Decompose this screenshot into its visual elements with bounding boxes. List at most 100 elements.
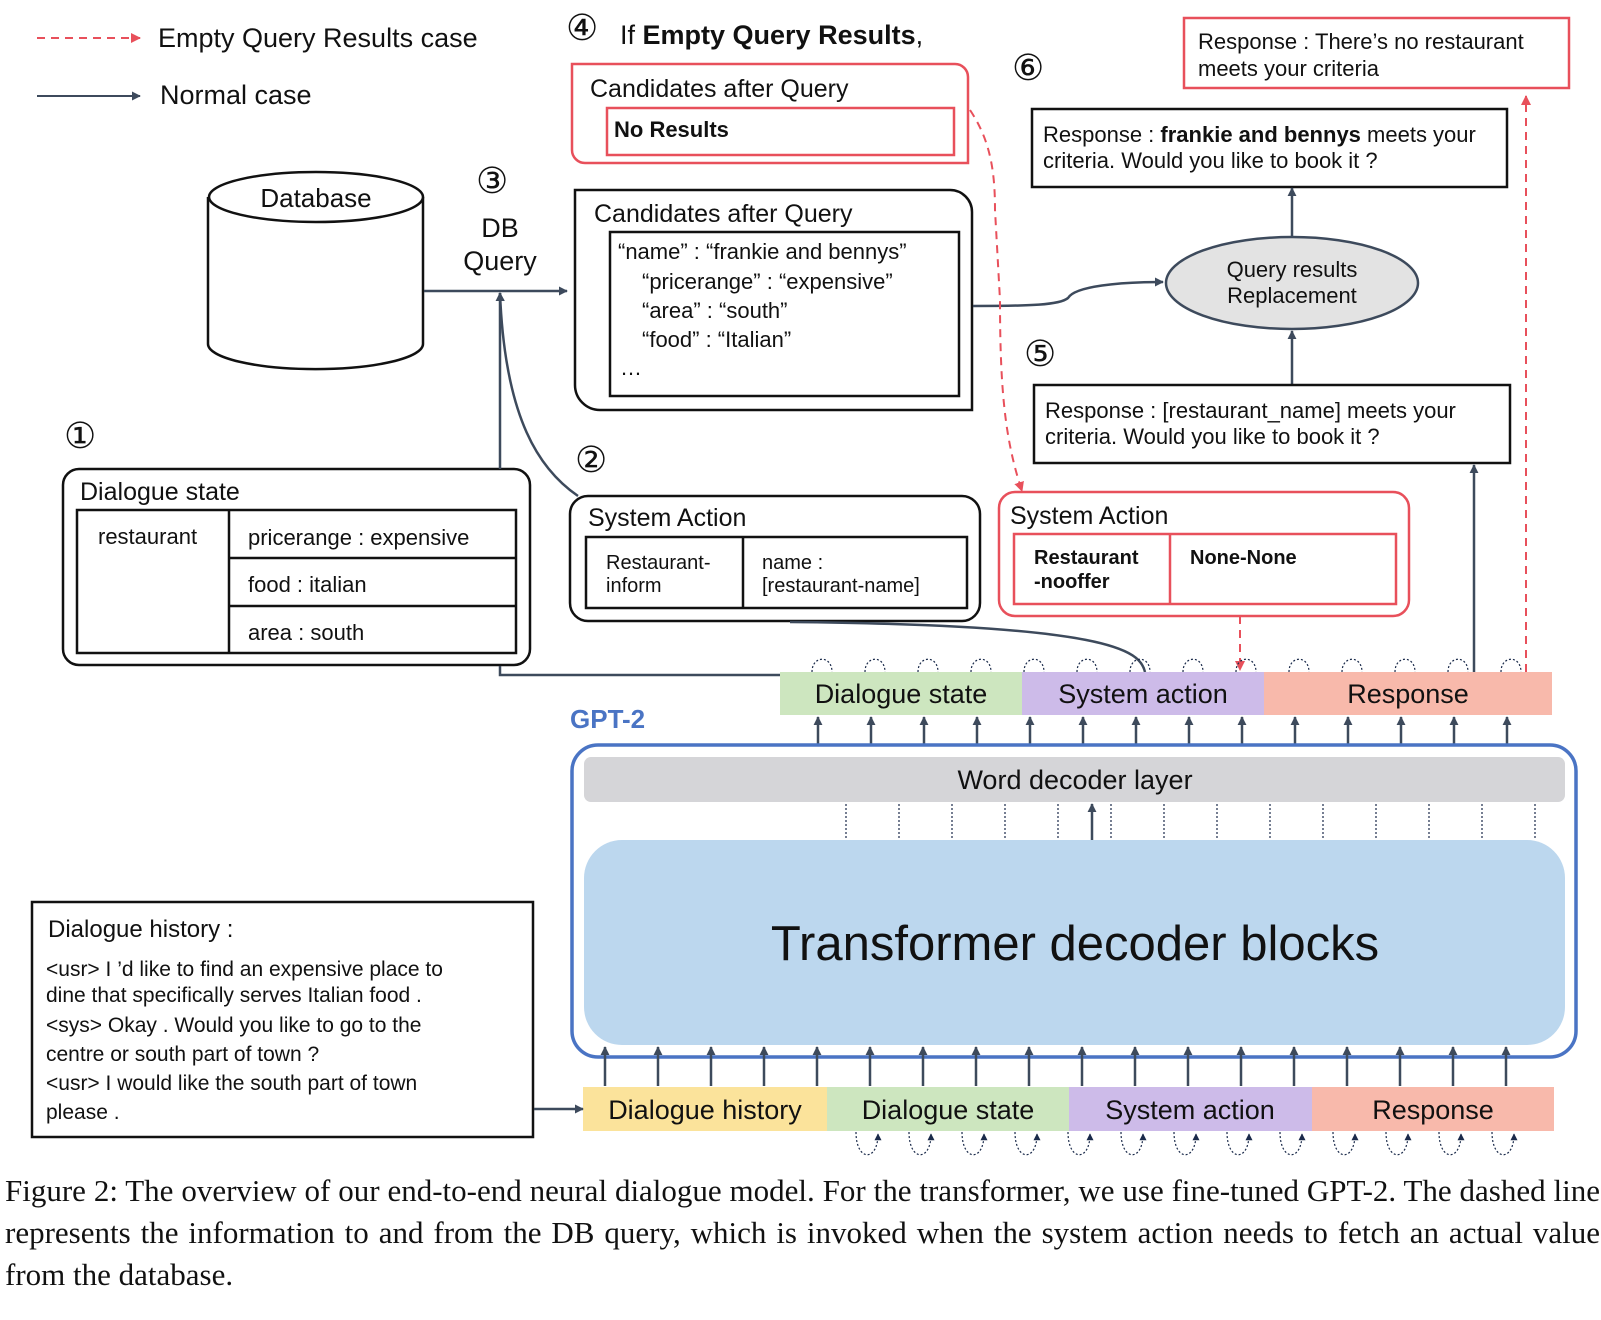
candidates-title: Candidates after Query bbox=[594, 200, 853, 228]
output-feedback-loops bbox=[811, 658, 1522, 673]
empty-candidates-to-system-action-arrow bbox=[969, 109, 1024, 492]
candidate-line: … bbox=[620, 355, 642, 380]
dialogue-state-slot: food : italian bbox=[248, 572, 367, 597]
dialogue-history-line: dine that specifically serves Italian fo… bbox=[46, 984, 422, 1007]
input-label-dialogue-history: Dialogue history bbox=[608, 1095, 802, 1125]
dialogue-state-slot: area : south bbox=[248, 620, 364, 645]
output-label-dialogue-state: Dialogue state bbox=[815, 679, 988, 709]
empty-candidates-title: Candidates after Query bbox=[590, 75, 849, 103]
template-response-line2: criteria. Would you like to book it ? bbox=[1045, 424, 1380, 449]
template-response-box: Response : [restaurant_name] meets your … bbox=[1032, 383, 1512, 465]
query-replacement-line1: Query results bbox=[1227, 257, 1358, 282]
legend-normal-case: Normal case bbox=[160, 80, 312, 110]
db-query-line1: DB bbox=[481, 213, 519, 243]
input-token-loop bbox=[1226, 1131, 1253, 1156]
database-label: Database bbox=[260, 183, 371, 213]
input-segment-dialogue-state bbox=[827, 1087, 1069, 1131]
step-4-marker: ④ bbox=[566, 7, 598, 48]
input-token-loop bbox=[855, 1131, 882, 1156]
input-segment-dialogue-history bbox=[583, 1087, 827, 1131]
dialogue-state-box: Dialogue state restaurant pricerange : e… bbox=[61, 467, 532, 667]
db-query-line2: Query bbox=[463, 246, 537, 276]
output-token-loop bbox=[1500, 658, 1522, 673]
empty-action-slot: None-None bbox=[1190, 547, 1297, 569]
candidate-line: “name” : “frankie and bennys” bbox=[618, 239, 907, 264]
candidate-line: “pricerange” : “expensive” bbox=[642, 269, 893, 294]
legend-empty-case: Empty Query Results case bbox=[158, 23, 478, 53]
decoder-connection-lines bbox=[845, 804, 1536, 838]
output-token-loop bbox=[1288, 658, 1310, 673]
output-label-system-action: System action bbox=[1058, 679, 1228, 709]
empty-query-header: ④ If Empty Query Results, bbox=[566, 7, 923, 50]
template-response-line1: Response : [restaurant_name] meets your bbox=[1045, 398, 1456, 423]
input-label-dialogue-state: Dialogue state bbox=[862, 1095, 1035, 1125]
final-response-line2: criteria. Would you like to book it ? bbox=[1043, 148, 1378, 173]
dialogue-history-line: <usr> I ’d like to find an expensive pla… bbox=[46, 958, 443, 981]
output-token-loop bbox=[1023, 658, 1045, 673]
action-to-query-arrow bbox=[495, 292, 579, 498]
dialogue-state-slot: pricerange : expensive bbox=[248, 525, 469, 550]
candidates-box: Candidates after Query “name” : “frankie… bbox=[573, 188, 974, 412]
output-token-loop bbox=[1394, 658, 1416, 673]
output-token-loop bbox=[917, 658, 939, 673]
no-results-text: No Results bbox=[614, 117, 729, 142]
empty-response-box: Response : There’s no restaurant meets y… bbox=[1182, 16, 1571, 90]
empty-system-action-title: System Action bbox=[1010, 502, 1168, 530]
output-segment-response bbox=[1264, 672, 1552, 715]
input-segment-system-action bbox=[1069, 1087, 1312, 1131]
system-action-slot-line1: name : bbox=[762, 552, 823, 574]
input-token-loop bbox=[961, 1131, 988, 1156]
output-token-loop bbox=[1129, 658, 1151, 673]
empty-action-act-line2: -nooffer bbox=[1034, 571, 1110, 593]
dialogue-history-line: <sys> Okay . Would you like to go to the bbox=[46, 1014, 421, 1037]
candidates-to-replacement-arrow bbox=[972, 277, 1164, 308]
system-action-slot-line2: [restaurant-name] bbox=[762, 575, 920, 597]
no-results-box bbox=[605, 106, 956, 157]
input-feedback-loops bbox=[855, 1131, 1518, 1156]
output-token-loop bbox=[811, 658, 833, 673]
legend: Empty Query Results case Normal case bbox=[37, 23, 478, 110]
empty-response-line1: Response : There’s no restaurant bbox=[1198, 29, 1524, 54]
output-segments: Dialogue state System action Response bbox=[780, 672, 1552, 715]
word-decoder-layer bbox=[584, 757, 1565, 802]
output-segment-dialogue-state bbox=[780, 672, 1022, 715]
step-6-marker: ⑥ bbox=[1012, 47, 1044, 88]
step-1-marker: ① bbox=[64, 415, 96, 456]
output-token-loop bbox=[1076, 658, 1098, 673]
system-action-act-line2: inform bbox=[606, 575, 662, 597]
output-label-response: Response bbox=[1347, 679, 1469, 709]
dialogue-state-domain: restaurant bbox=[98, 524, 197, 549]
step-5-marker: ⑤ bbox=[1024, 333, 1056, 374]
system-action-act-line1: Restaurant- bbox=[606, 552, 711, 574]
database-cylinder: Database bbox=[206, 170, 425, 371]
transformer-label: Transformer decoder blocks bbox=[771, 917, 1379, 971]
system-action-title: System Action bbox=[588, 504, 746, 532]
figure-caption: Figure 2: The overview of our end-to-end… bbox=[5, 1173, 1600, 1292]
query-replacement-line2: Replacement bbox=[1227, 283, 1357, 308]
empty-action-act-line1: Restaurant bbox=[1034, 547, 1139, 569]
step-3-marker: ③ bbox=[476, 160, 508, 201]
dialogue-state-title: Dialogue state bbox=[80, 478, 240, 506]
step-2-marker: ② bbox=[575, 439, 607, 480]
gpt2-label: GPT-2 bbox=[570, 704, 645, 734]
input-token-loop bbox=[1014, 1131, 1041, 1156]
output-segment-system-action bbox=[1022, 672, 1264, 715]
input-token-loop bbox=[1385, 1131, 1412, 1156]
dialogue-history-line: please . bbox=[46, 1101, 120, 1124]
input-arrows bbox=[600, 1046, 1511, 1086]
system-action-box: System Action Restaurant- inform name : … bbox=[568, 494, 982, 623]
input-token-loop bbox=[1120, 1131, 1147, 1156]
input-token-loop bbox=[1438, 1131, 1465, 1156]
input-segment-response bbox=[1312, 1087, 1554, 1131]
input-label-response: Response bbox=[1372, 1095, 1494, 1125]
output-token-loop bbox=[1235, 658, 1257, 673]
dialogue-history-line: centre or south part of town ? bbox=[46, 1043, 319, 1066]
candidate-line: “area” : “south” bbox=[642, 298, 788, 323]
empty-response-line2: meets your criteria bbox=[1198, 56, 1380, 81]
empty-system-action-box: System Action Restaurant -nooffer None-N… bbox=[997, 490, 1411, 618]
transformer-blocks bbox=[584, 840, 1565, 1045]
input-label-system-action: System action bbox=[1105, 1095, 1275, 1125]
query-replacement-node: Query results Replacement bbox=[1164, 235, 1420, 331]
input-token-loop bbox=[1067, 1131, 1094, 1156]
